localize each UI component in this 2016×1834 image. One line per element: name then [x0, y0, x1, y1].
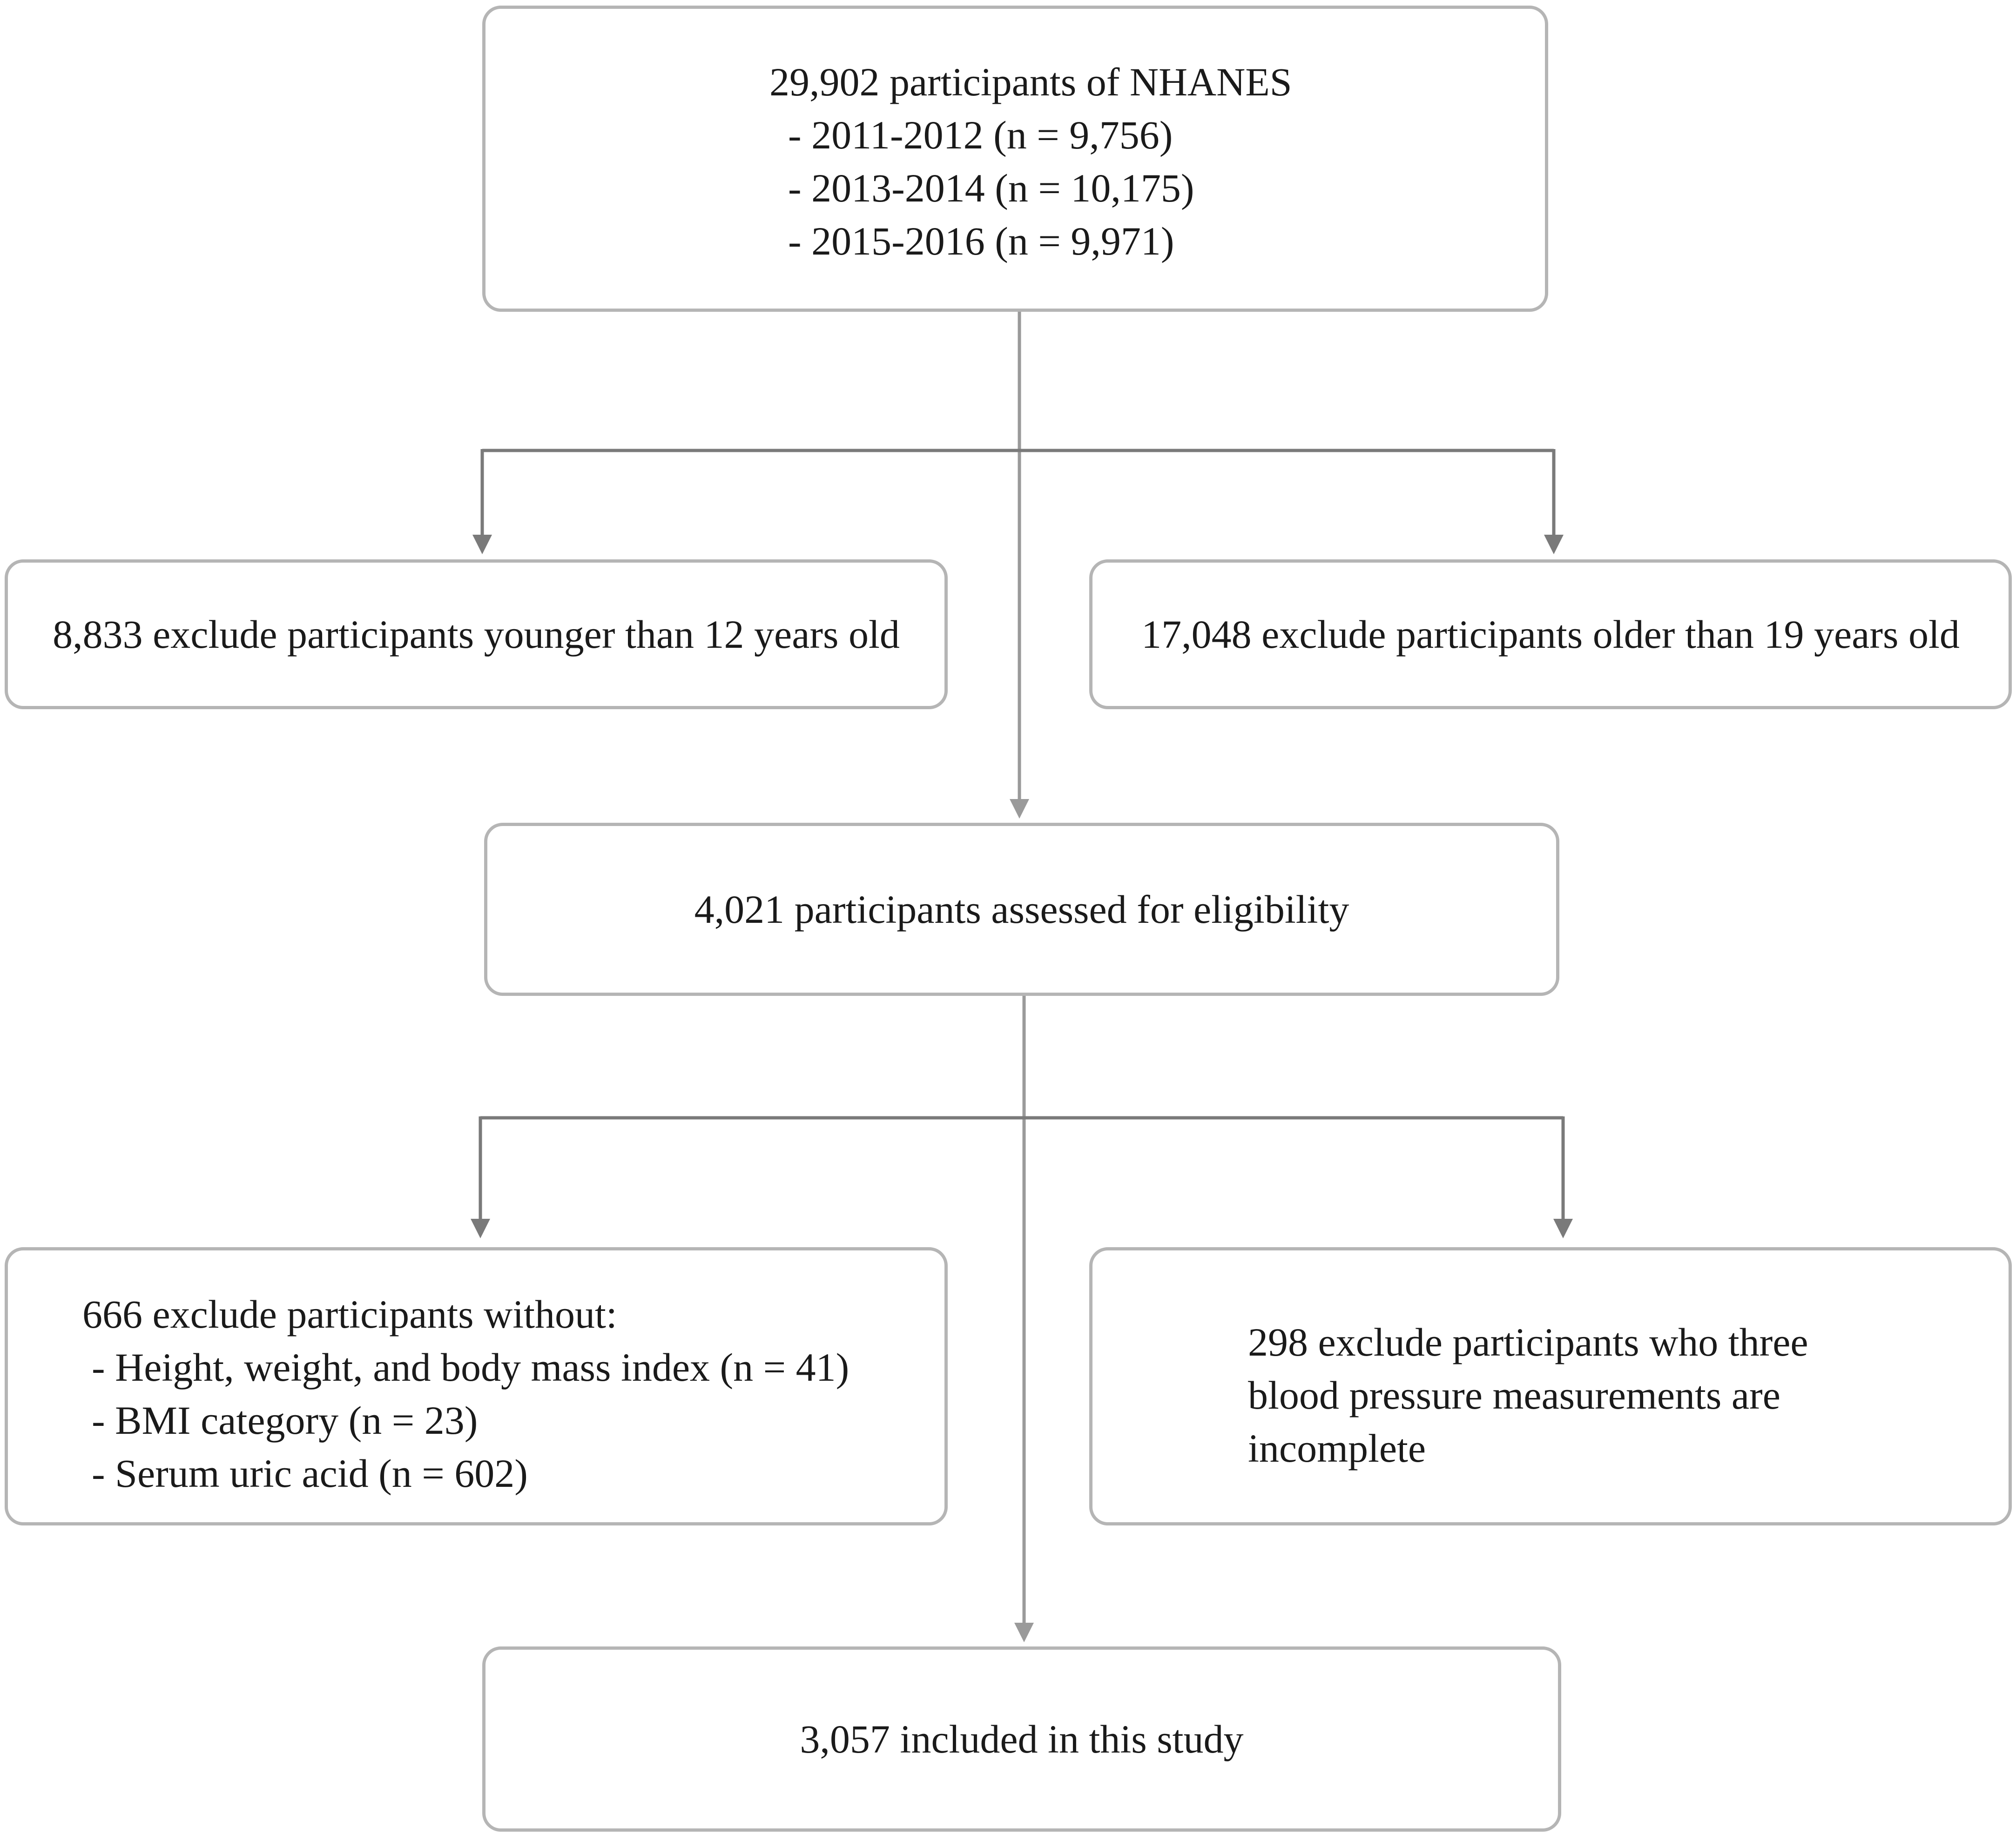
exclude-missing-item-uric-acid: - Serum uric acid (n = 602) [92, 1451, 528, 1496]
exclude-bp-line-2: blood pressure measurements are [1248, 1373, 1780, 1417]
exclude-missing-box: 666 exclude participants without: - Heig… [5, 1247, 948, 1525]
exclude-young-text: 8,833 exclude participants younger than … [53, 612, 900, 657]
nhanes-title: 29,902 participants of NHANES [769, 60, 1292, 104]
exclude-young-box: 8,833 exclude participants younger than … [5, 559, 948, 709]
nhanes-item-2015: - 2015-2016 (n = 9,971) [788, 219, 1174, 263]
exclude-bp-line-1: 298 exclude participants who three [1248, 1320, 1808, 1364]
exclude-old-box: 17,048 exclude participants older than 1… [1089, 559, 2012, 709]
included-box: 3,057 included in this study [482, 1646, 1561, 1832]
included-text: 3,057 included in this study [800, 1717, 1244, 1761]
nhanes-item-2011: - 2011-2012 (n = 9,756) [788, 113, 1173, 157]
eligibility-box: 4,021 participants assessed for eligibil… [484, 823, 1559, 996]
exclude-old-text: 17,048 exclude participants older than 1… [1141, 612, 1960, 657]
nhanes-participants-box: 29,902 participants of NHANES - 2011-201… [482, 6, 1548, 312]
eligibility-text: 4,021 participants assessed for eligibil… [694, 887, 1349, 932]
exclude-bp-box: 298 exclude participants who three blood… [1089, 1247, 2012, 1525]
exclude-missing-title: 666 exclude participants without: [82, 1292, 617, 1337]
exclude-missing-item-bmi-index: - Height, weight, and body mass index (n… [92, 1345, 850, 1390]
exclude-missing-item-bmi-category: - BMI category (n = 23) [92, 1398, 478, 1443]
exclude-bp-line-3: incomplete [1248, 1426, 1426, 1471]
nhanes-item-2013: - 2013-2014 (n = 10,175) [788, 166, 1194, 210]
